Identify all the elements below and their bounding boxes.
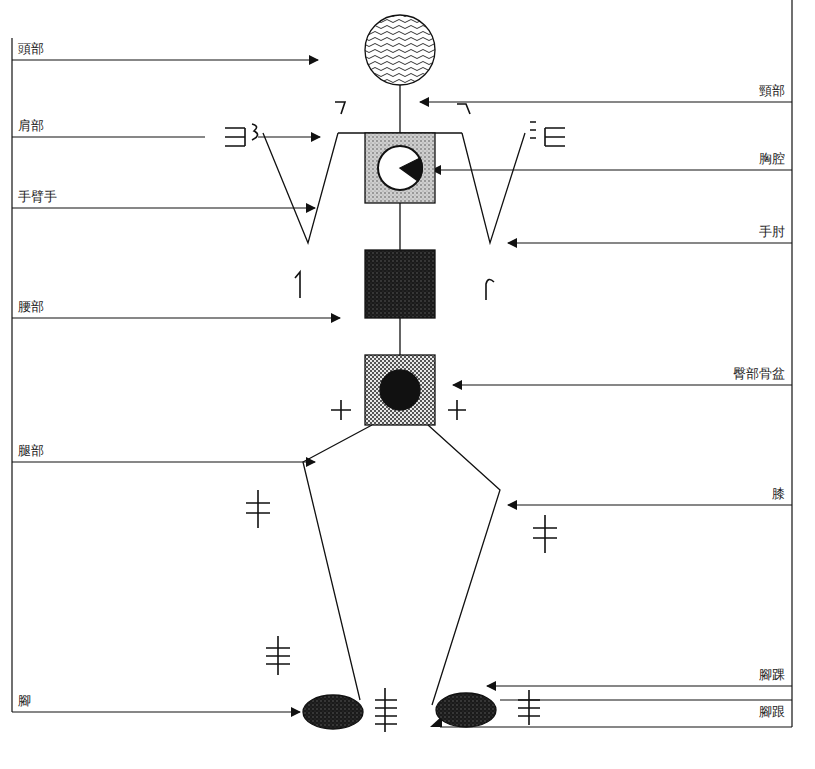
part-label: 臀部骨盆 — [733, 366, 785, 382]
figure — [263, 15, 525, 729]
leader-lines — [12, 0, 792, 727]
part-label: 手臂手 — [18, 189, 57, 205]
part-label: 腰部 — [18, 299, 44, 315]
part-label: 胸腔 — [759, 151, 785, 167]
part-label: 肩部 — [18, 118, 44, 134]
part-label: 腳 — [18, 693, 31, 709]
part-label: 頭部 — [18, 41, 44, 57]
part-label: 腳踝 — [759, 667, 785, 683]
part-label: 手肘 — [759, 224, 785, 240]
part-label: 頸部 — [759, 83, 785, 99]
body-symbols — [225, 102, 565, 732]
part-label: 腳跟 — [759, 704, 785, 720]
part-label: 膝 — [772, 486, 785, 502]
part-label: 腿部 — [18, 443, 44, 459]
